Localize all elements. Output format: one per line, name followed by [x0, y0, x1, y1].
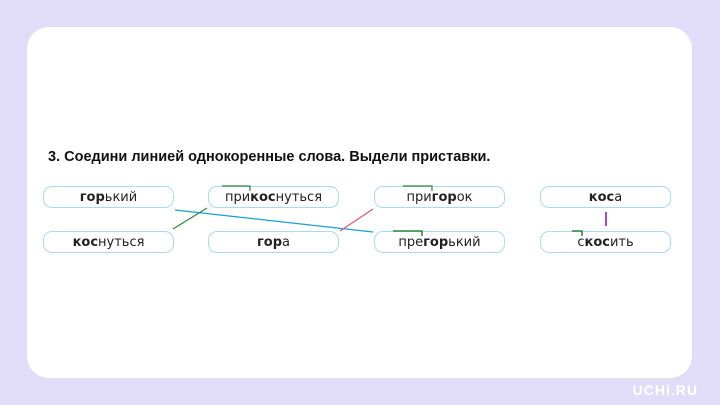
ending: а: [614, 189, 623, 205]
ending: нуться: [98, 234, 145, 250]
root: гор: [79, 189, 105, 205]
root: гор: [431, 189, 457, 205]
root: кос: [584, 234, 610, 250]
ending: ький: [104, 189, 138, 205]
uchi-logo-watermark: UCHi.RU: [632, 382, 698, 398]
root: гор: [257, 234, 283, 250]
connection-line-green: [172, 207, 208, 230]
ending: ить: [609, 234, 634, 250]
prefix: пре: [398, 234, 424, 250]
ending: ок: [456, 189, 473, 205]
connection-line-blue: [174, 209, 374, 233]
prefix-mark: [393, 230, 423, 236]
ending: а: [282, 234, 290, 250]
ending: нуться: [275, 189, 323, 205]
root: кос: [588, 189, 615, 205]
prefix-mark: [403, 185, 433, 191]
task-title: 3. Соедини линией однокоренные слова. Вы…: [48, 149, 491, 165]
ending: ький: [448, 234, 481, 250]
prefix: при: [406, 189, 432, 205]
prefix-mark: [222, 185, 251, 191]
prefix: с: [577, 234, 585, 250]
root: гор: [423, 234, 449, 250]
root: кос: [72, 234, 99, 250]
root: кос: [250, 189, 276, 205]
connection-line-pink: [339, 208, 374, 232]
prefix-mark: [572, 230, 583, 236]
prefix: при: [224, 189, 251, 205]
